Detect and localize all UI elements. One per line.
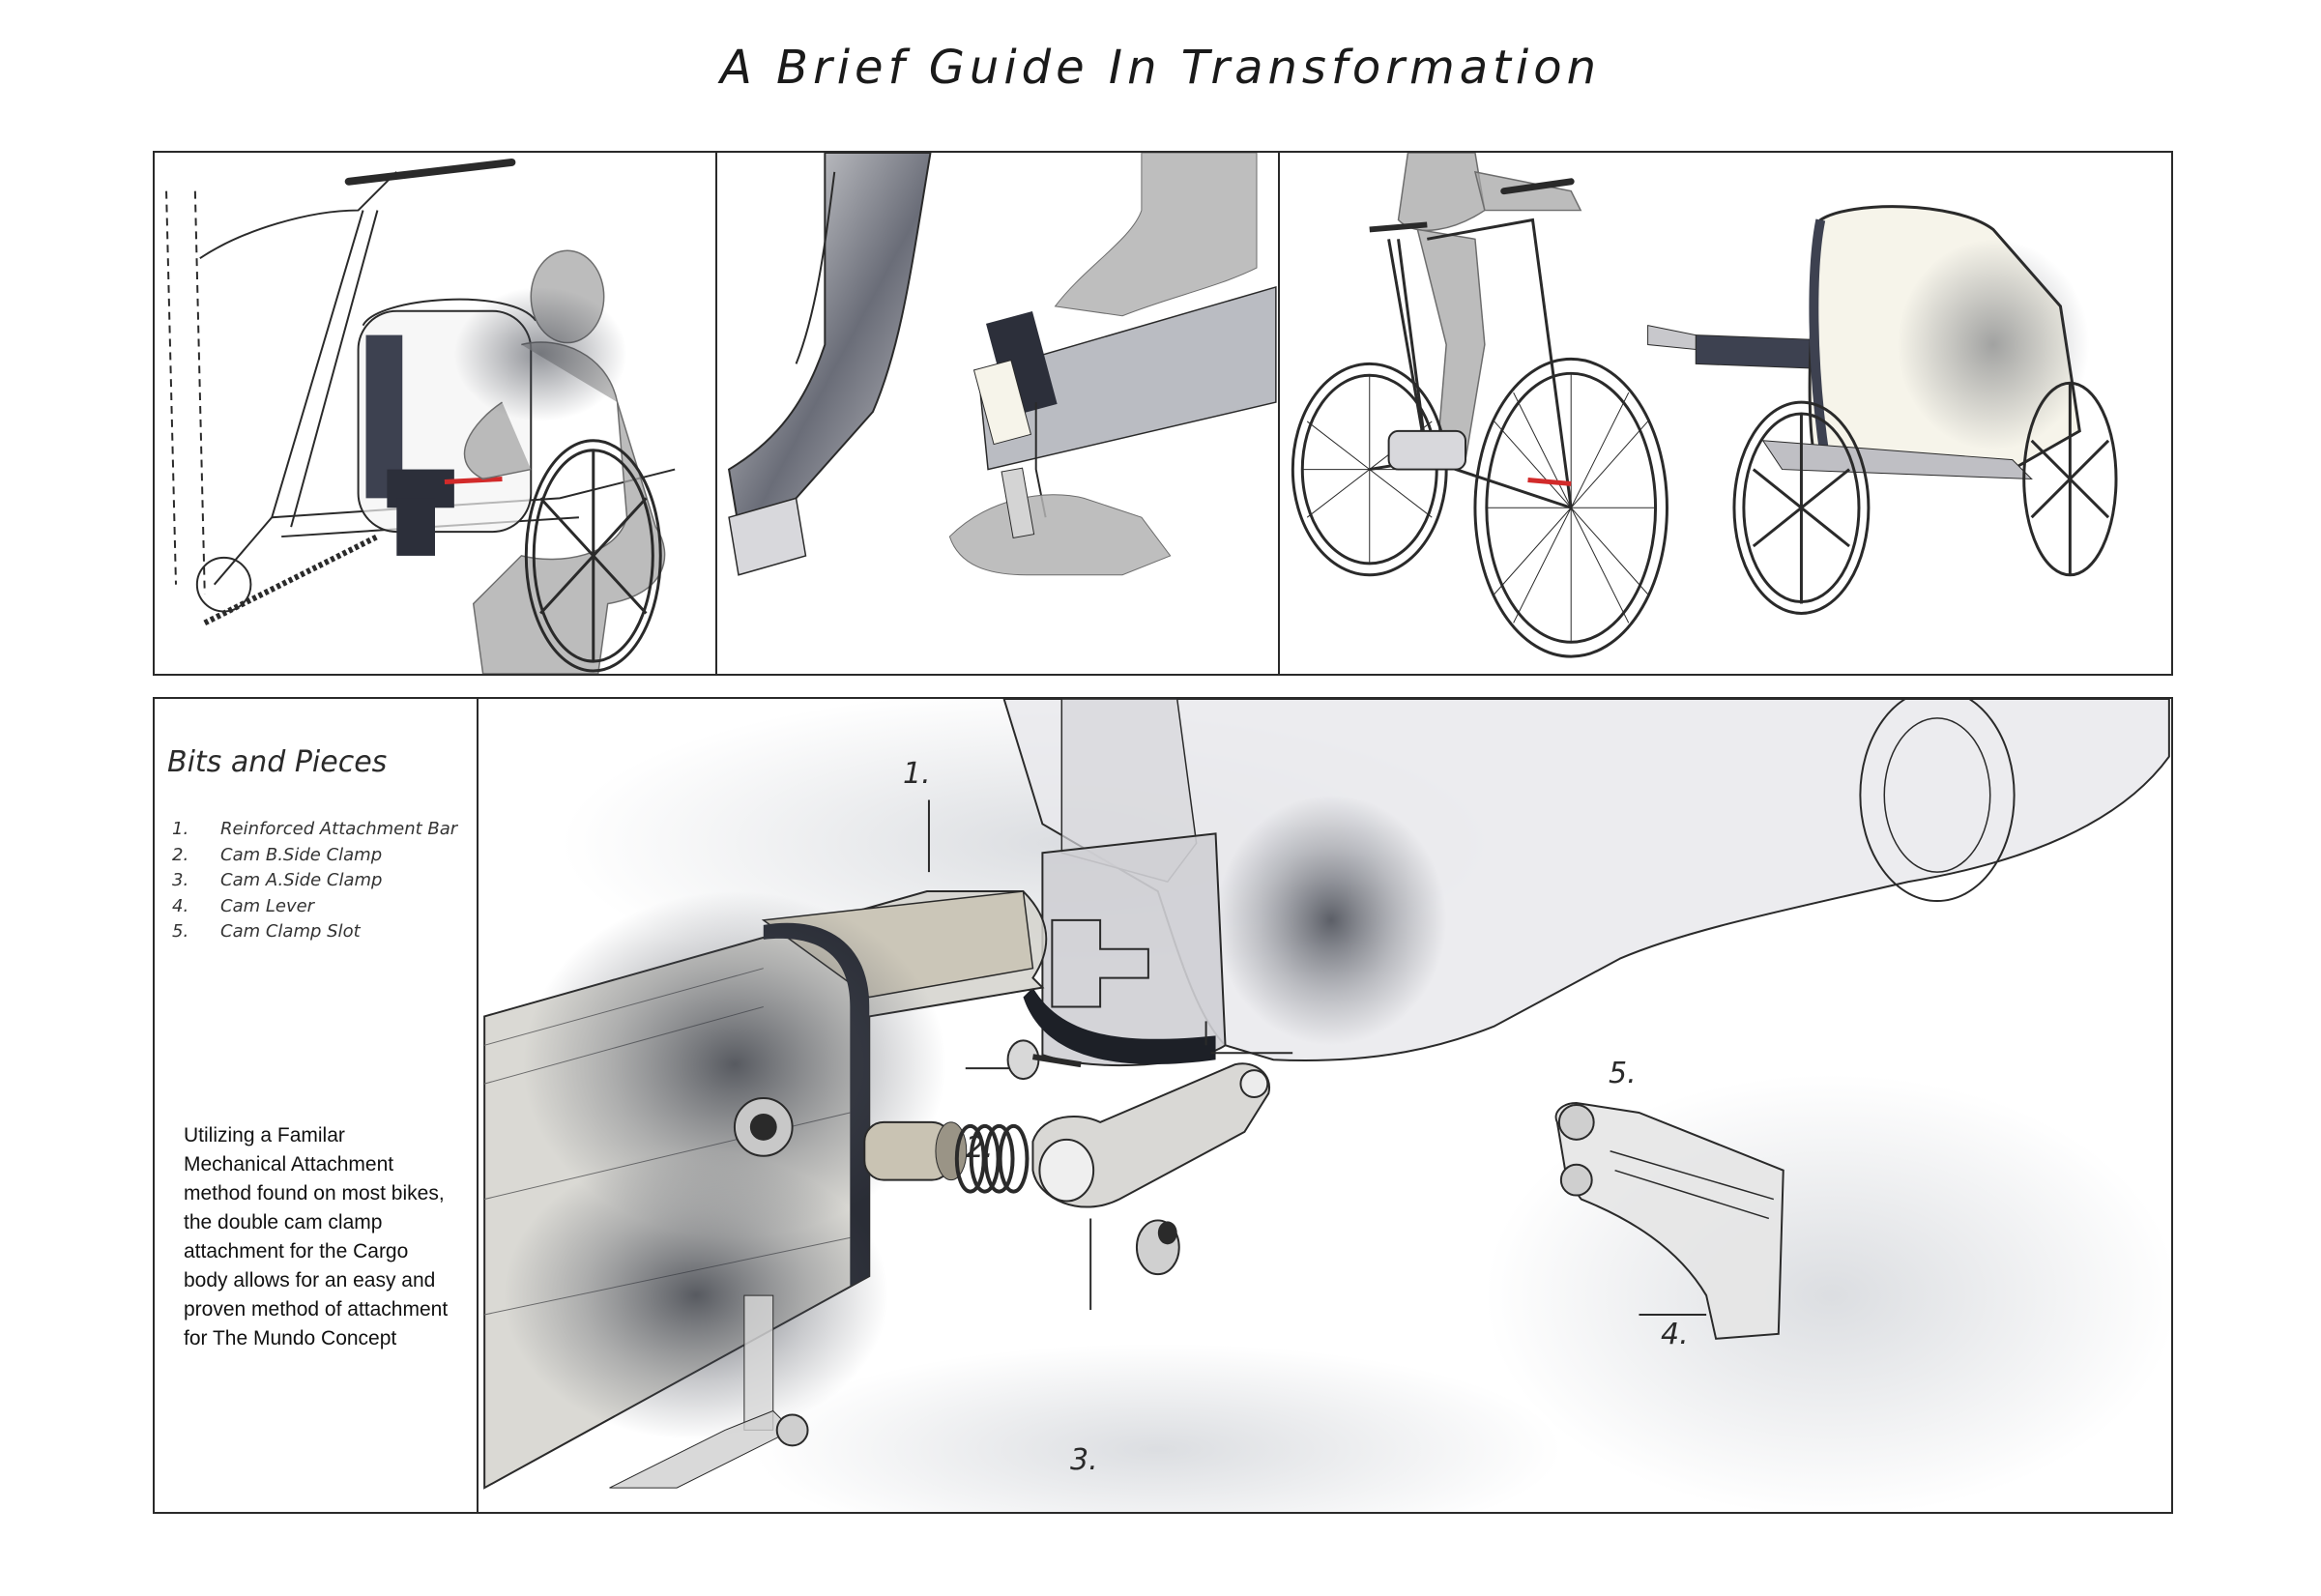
part-label: Cam Clamp Slot (220, 921, 361, 942)
part-number: 1. (172, 819, 189, 839)
attachment-description: Utilizing a Familar Mechanical Attachmen… (184, 1124, 449, 1349)
exploded-view-illustration (483, 699, 2171, 1512)
transformation-strip (153, 151, 2173, 676)
list-item: 5. Cam Clamp Slot (172, 919, 457, 945)
frame-2-clamp-closeup (717, 153, 1278, 674)
callout-4: 4. (1661, 1318, 1689, 1351)
part-number: 5. (172, 921, 189, 942)
frame-2-illustration (727, 153, 1277, 576)
callout-1: 1. (903, 757, 931, 791)
list-item: 4. Cam Lever (172, 894, 457, 920)
bits-and-pieces-panel: Bits and Pieces 1. Reinforced Attachment … (153, 697, 2173, 1514)
parts-list: 1. Reinforced Attachment Bar 2. Cam B.Side… (172, 817, 457, 945)
part-label: Cam Lever (220, 895, 315, 916)
frame-1-illustration (165, 158, 676, 674)
frame-divider (1278, 153, 1280, 674)
exploded-view: 1. 2. 3. 4. 5. (480, 699, 2171, 1512)
callout-2: 2. (966, 1131, 994, 1165)
part-number: 4. (172, 895, 189, 916)
page-title: A Brief Guide In Transformation (719, 41, 1602, 95)
frame-3-towing (1280, 153, 2171, 674)
frame-divider (715, 153, 717, 674)
frame-3-illustration (1291, 153, 2118, 658)
parts-heading: Bits and Pieces (167, 745, 388, 779)
part-number: 2. (172, 844, 189, 865)
list-item: 2. Cam B.Side Clamp (172, 843, 457, 869)
part-label: Cam B.Side Clamp (220, 844, 383, 865)
parts-sidebar: Bits and Pieces 1. Reinforced Attachment … (155, 699, 479, 1512)
list-item: 3. Cam A.Side Clamp (172, 868, 457, 894)
part-number: 3. (172, 870, 189, 890)
frame-1-attach-cargo (155, 153, 715, 674)
part-label: Cam A.Side Clamp (220, 870, 383, 890)
callout-5: 5. (1609, 1057, 1637, 1090)
list-item: 1. Reinforced Attachment Bar (172, 817, 457, 843)
part-label: Reinforced Attachment Bar (220, 819, 458, 839)
callout-3: 3. (1070, 1443, 1098, 1477)
